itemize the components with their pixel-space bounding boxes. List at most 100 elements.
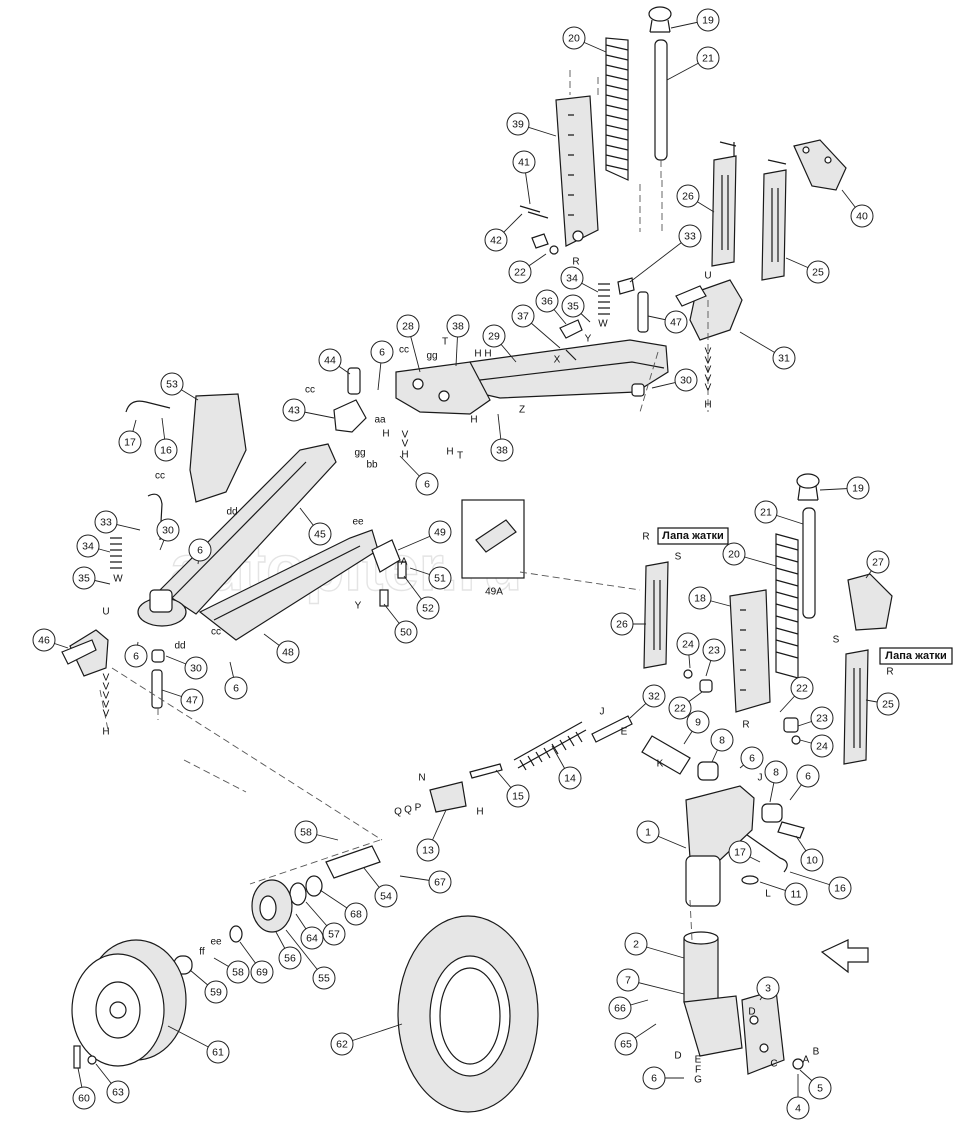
- callout-number: 19: [702, 15, 714, 27]
- plate-26-upper: [711, 141, 737, 267]
- callout-7: 7: [616, 968, 640, 992]
- callout-30: 30: [674, 368, 698, 392]
- callout-circle: [506, 784, 530, 808]
- reference-letter: H: [446, 447, 453, 458]
- callout-number: 26: [682, 191, 694, 203]
- spindle-54: [325, 845, 381, 879]
- callout-number: 46: [38, 635, 50, 647]
- callout-number: 6: [651, 1073, 657, 1085]
- callout-34: 34: [560, 266, 584, 290]
- reference-letter: H: [102, 727, 109, 738]
- callout-number: 60: [78, 1093, 90, 1105]
- callout-43: 43: [282, 398, 306, 422]
- hook-15: [469, 763, 503, 779]
- callout-number: 62: [336, 1039, 348, 1051]
- reference-letter: N: [418, 773, 425, 784]
- callout-6: 6: [740, 746, 764, 770]
- callout-circle: [180, 688, 204, 712]
- callout-number: 42: [490, 235, 502, 247]
- callout-circle: [806, 260, 830, 284]
- callout-circle: [642, 684, 666, 708]
- callout-number: 64: [306, 933, 318, 945]
- reference-letter: V: [103, 682, 110, 693]
- reference-letter: C: [770, 1059, 777, 1070]
- plate-3: [741, 989, 785, 1075]
- callout-circle: [796, 764, 820, 788]
- reference-letter: cc: [305, 385, 315, 396]
- callout-20: 20: [562, 26, 586, 50]
- callout-circle: [118, 430, 142, 454]
- callout-4: 4: [786, 1096, 810, 1120]
- callout-number: 66: [614, 1003, 626, 1015]
- callout-number: 9: [695, 717, 701, 729]
- callout-circle: [562, 26, 586, 50]
- callout-circle: [106, 1080, 130, 1104]
- callout-number: 4: [795, 1103, 801, 1115]
- bush-30-top: [631, 383, 645, 397]
- callout-circle: [808, 1076, 832, 1100]
- reference-letter: U: [102, 607, 109, 618]
- callout-6: 6: [642, 1066, 666, 1090]
- callout-number: 58: [300, 827, 312, 839]
- note-upper: Лапа жатки: [657, 527, 729, 545]
- callout-circle: [846, 476, 870, 500]
- callout-circle: [370, 340, 394, 364]
- callout-circle: [676, 184, 700, 208]
- callout-number: 20: [568, 33, 580, 45]
- clip-10: [777, 821, 805, 839]
- reference-letter: W: [598, 319, 608, 330]
- callout-circle: [154, 438, 178, 462]
- reference-letter: Q: [394, 807, 402, 818]
- callout-circle: [810, 734, 834, 758]
- callout-11: 11: [784, 882, 808, 906]
- callout-circle: [636, 820, 660, 844]
- callout-58: 58: [226, 960, 250, 984]
- callout-28: 28: [396, 314, 420, 338]
- tube-9: [641, 735, 691, 775]
- reference-letter: H: [382, 429, 389, 440]
- callout-number: 39: [512, 119, 524, 131]
- upper-arm-assembly: [333, 277, 743, 433]
- callout-number: 2: [633, 939, 639, 951]
- callout-61: 61: [206, 1040, 230, 1064]
- callout-6: 6: [796, 764, 820, 788]
- note-lower-text: Лапа жатки: [885, 650, 947, 662]
- callout-circle: [610, 612, 634, 636]
- callout-22: 22: [668, 696, 692, 720]
- callout-circle: [428, 870, 452, 894]
- callout-circle: [188, 538, 212, 562]
- callout-number: 6: [233, 683, 239, 695]
- nut-63: [87, 1055, 97, 1065]
- callout-6: 6: [188, 538, 212, 562]
- reference-letter: V: [103, 691, 110, 702]
- reference-letter: V: [705, 365, 712, 376]
- plate-25-upper: [761, 159, 787, 281]
- callout-number: 33: [684, 231, 696, 243]
- reference-letter: dd: [174, 641, 185, 652]
- pin-47-top: [637, 291, 649, 333]
- callout-circle: [394, 620, 418, 644]
- callout-number: 20: [728, 549, 740, 561]
- callout-circle: [206, 1040, 230, 1064]
- callout-19: 19: [696, 8, 720, 32]
- callout-number: 17: [734, 847, 746, 859]
- callout-number: 51: [434, 573, 446, 585]
- rod-21: [654, 39, 668, 180]
- callout-number: 14: [564, 773, 576, 785]
- reference-letter: 49A: [485, 587, 503, 598]
- reference-letter: V: [103, 700, 110, 711]
- callout-circle: [184, 656, 208, 680]
- callout-41: 41: [512, 150, 536, 174]
- callout-44: 44: [318, 348, 342, 372]
- callout-circle: [512, 150, 536, 174]
- callout-number: 6: [197, 545, 203, 557]
- callout-63: 63: [106, 1080, 130, 1104]
- reference-letter: ff: [199, 947, 205, 958]
- callout-circle: [664, 310, 688, 334]
- reference-letter: V: [402, 439, 409, 450]
- callout-31: 31: [772, 346, 796, 370]
- callout-circle: [156, 518, 180, 542]
- callout-number: 6: [805, 771, 811, 783]
- callout-number: 6: [133, 651, 139, 663]
- callout-10: 10: [800, 848, 824, 872]
